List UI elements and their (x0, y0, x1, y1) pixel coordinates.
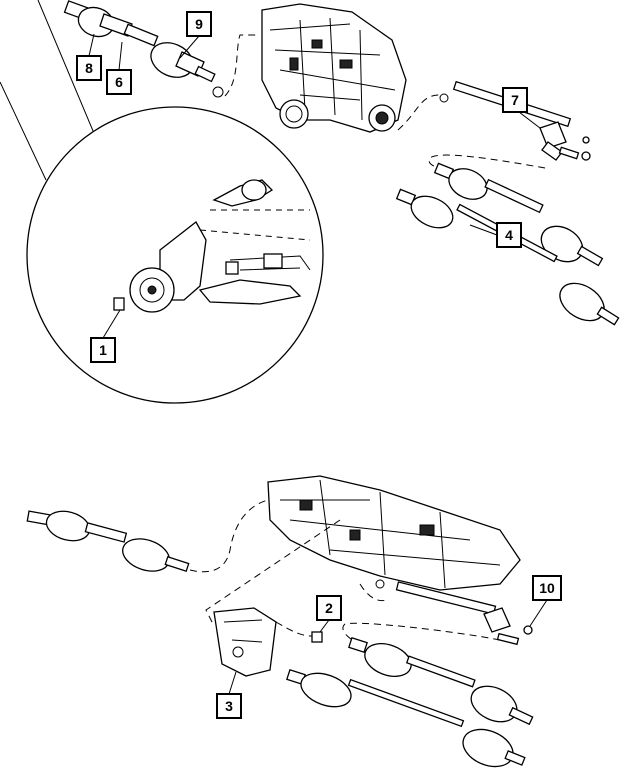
callout-9-label: 9 (195, 16, 203, 32)
callout-2[interactable]: 2 (316, 595, 342, 621)
callout-10[interactable]: 10 (532, 575, 562, 601)
callout-8-label: 8 (85, 60, 93, 76)
callout-6[interactable]: 6 (106, 69, 132, 95)
intermediate-shaft-lower (375, 579, 533, 646)
callout-3[interactable]: 3 (216, 693, 242, 719)
detail-circle (26, 106, 324, 404)
callout-leader (319, 619, 330, 633)
callout-1-label: 1 (99, 342, 107, 358)
transmission-housing-lower (267, 475, 521, 591)
callout-leader (102, 309, 121, 339)
callout-6-label: 6 (115, 74, 123, 90)
callout-7[interactable]: 7 (502, 87, 528, 113)
callout-10-label: 10 (539, 580, 555, 596)
assembly-path-line (275, 621, 313, 637)
lower-left-halfshaft (26, 510, 190, 573)
assembly-path-line (397, 94, 441, 131)
assembly-path-line (342, 622, 501, 645)
bolt-part-2 (311, 631, 323, 643)
detail-leader-line (37, 0, 97, 139)
support-bracket (213, 607, 277, 677)
callout-1[interactable]: 1 (90, 337, 116, 363)
right-halfshaft-lower (395, 188, 620, 326)
assembly-path-line (224, 34, 258, 97)
callout-leader (118, 41, 123, 71)
lower-right-halfshaft-lower (286, 668, 526, 768)
callout-3-label: 3 (225, 698, 233, 714)
upper-left-halfshaft (63, 0, 224, 98)
callout-4-label: 4 (505, 227, 513, 243)
callout-leader (228, 671, 237, 695)
callout-leader (529, 599, 548, 627)
callout-9[interactable]: 9 (186, 11, 212, 37)
lower-right-halfshaft-upper (348, 636, 534, 726)
detail-control-arm (198, 279, 302, 305)
hub-nut (113, 297, 125, 311)
callout-7-label: 7 (511, 92, 519, 108)
callout-2-label: 2 (325, 600, 333, 616)
transmission-housing (261, 3, 407, 133)
callout-leader (88, 33, 95, 57)
bottom-assembly (26, 475, 534, 768)
callout-8[interactable]: 8 (76, 55, 102, 81)
right-halfshaft-upper (433, 162, 604, 267)
callout-leader (179, 35, 200, 59)
callout-leader (469, 224, 498, 236)
detail-leader-line (0, 81, 47, 181)
assembly-path-line (189, 499, 269, 573)
assembly-path-line (359, 583, 387, 602)
assembly-path-line (205, 519, 341, 627)
top-assembly (0, 0, 620, 404)
callout-leader (518, 111, 541, 129)
callout-4[interactable]: 4 (496, 222, 522, 248)
